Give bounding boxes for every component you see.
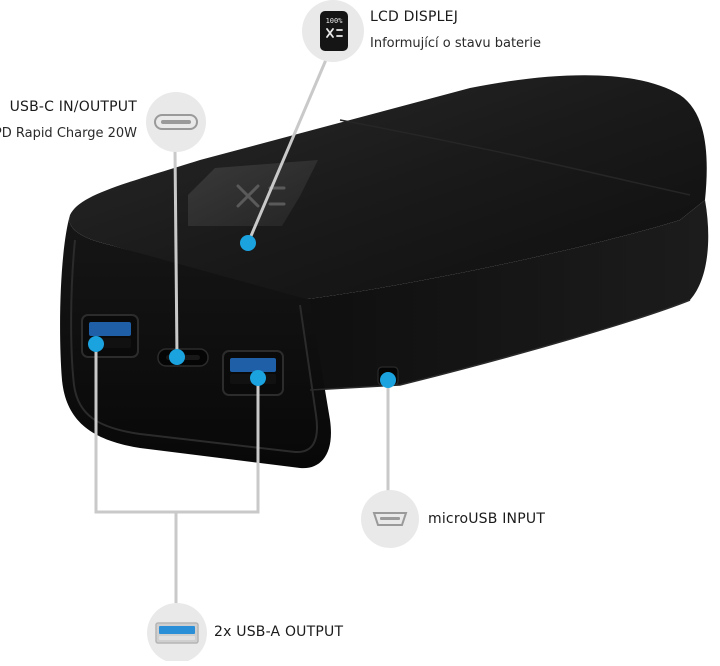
- brand-logo-icon: [236, 184, 286, 208]
- device-seam-line: [339, 119, 691, 196]
- usb-c-connector-line: [173, 149, 179, 358]
- lcd-callout-title: LCD DISPLEJ: [370, 9, 459, 25]
- connector-lines: [94, 54, 390, 603]
- usb-c-dot: [169, 349, 185, 365]
- usb-a-left-dot: [88, 336, 104, 352]
- usb-a-port-icon: [147, 603, 207, 663]
- svg-text:100%: 100%: [326, 17, 344, 25]
- device-bottom-edge: [309, 299, 691, 391]
- device-right-side: [300, 200, 709, 390]
- usb-a-right-dot: [250, 370, 266, 386]
- device-front-face: [60, 215, 331, 469]
- micro-usb-callout-title: microUSB INPUT: [428, 511, 546, 527]
- power-bank-body: [60, 75, 709, 469]
- device-top-surface: [69, 75, 707, 300]
- usb-a-port-left: [81, 314, 139, 358]
- lcd-callout-subtitle: Informující o stavu baterie: [370, 36, 541, 51]
- lcd-dot: [240, 235, 256, 251]
- micro-usb-port-icon: [361, 490, 419, 548]
- device-front-rim: [70, 239, 318, 454]
- accent-dots: [88, 235, 396, 388]
- usb-c-port-icon: [146, 92, 206, 152]
- micro-usb-dot: [380, 372, 396, 388]
- lcd-display-icon: 100%: [302, 0, 364, 62]
- usb-a-callout-title: 2x USB-A OUTPUT: [214, 624, 344, 640]
- usb-c-callout-title: USB-C IN/OUTPUT: [9, 99, 137, 115]
- lcd-connector-line: [246, 54, 330, 244]
- usb-c-callout-subtitle: PD Rapid Charge 20W: [0, 126, 137, 141]
